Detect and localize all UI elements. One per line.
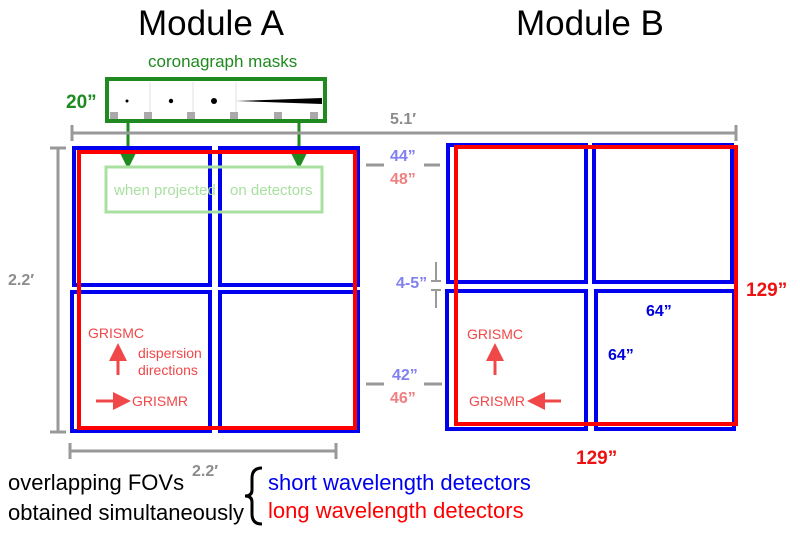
coronagraph-mask-strip bbox=[105, 77, 327, 123]
gap-top-long-label: 48” bbox=[390, 171, 416, 188]
gap-top-short-label: 44” bbox=[390, 148, 416, 165]
total-width-label: 5.1′ bbox=[390, 111, 416, 128]
coronagraph-label: coronagraph masks bbox=[148, 52, 297, 71]
coronagraph-size-label: 20” bbox=[66, 92, 97, 113]
short-det-height-label: 64” bbox=[608, 347, 634, 364]
total-width-dimension bbox=[70, 125, 738, 141]
module-b-title: Module B bbox=[516, 4, 664, 43]
mask-spot-small bbox=[125, 99, 129, 103]
dispersion-line1: dispersion bbox=[138, 345, 202, 361]
legend-short: short wavelength detectors bbox=[268, 470, 531, 495]
projected-mask-region bbox=[104, 165, 324, 214]
grismc-label-b: GRISMC bbox=[467, 326, 523, 342]
long-fov-right-label: 129” bbox=[746, 280, 787, 301]
legend-brace bbox=[244, 466, 263, 526]
module-b-short-detectors bbox=[445, 143, 736, 431]
module-width-label: 2.2′ bbox=[192, 463, 218, 480]
legend-left-line1: overlapping FOVs bbox=[8, 470, 184, 495]
module-a-title: Module A bbox=[138, 4, 285, 43]
detector-gap-label: 4-5” bbox=[396, 275, 427, 292]
detector-gap-arrows bbox=[431, 262, 441, 308]
projected-label-right: on detectors bbox=[230, 182, 313, 199]
gap-bottom-short-label: 42” bbox=[392, 367, 418, 384]
grismr-label-b: GRISMR bbox=[469, 393, 525, 409]
dispersion-line2: directions bbox=[138, 362, 198, 378]
legend-long: long wavelength detectors bbox=[268, 498, 524, 523]
mask-spot-medium bbox=[168, 98, 174, 104]
short-det-width-label: 64” bbox=[646, 303, 672, 320]
long-fov-bottom-label: 129” bbox=[576, 448, 617, 469]
module-width-dimension bbox=[68, 443, 338, 459]
module-a-long-detector bbox=[77, 150, 357, 430]
module-b-long-detector bbox=[454, 145, 738, 426]
mask-wedge bbox=[236, 98, 322, 104]
module-a-short-detectors bbox=[70, 146, 360, 433]
grismc-label-a: GRISMC bbox=[88, 325, 144, 341]
projected-label-left: when projected bbox=[113, 182, 216, 199]
legend-left-line2: obtained simultaneously bbox=[8, 500, 244, 525]
mask-spot-large bbox=[211, 98, 217, 104]
gap-bottom-long-label: 46” bbox=[390, 390, 416, 407]
module-height-label: 2.2′ bbox=[8, 272, 34, 289]
module-height-dimension bbox=[50, 146, 66, 434]
grismr-label-a: GRISMR bbox=[132, 393, 188, 409]
